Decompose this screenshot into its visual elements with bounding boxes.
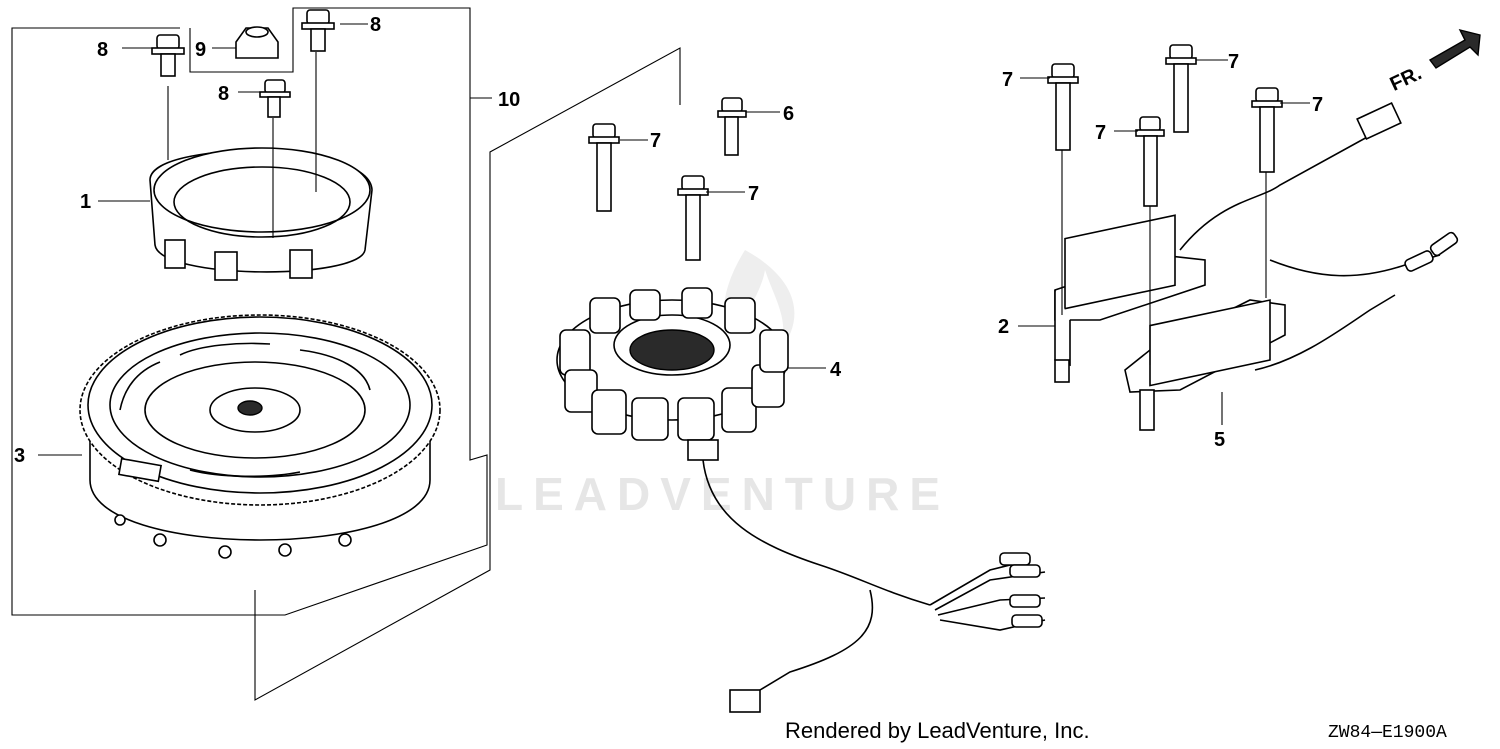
leader-lines [38,23,1310,456]
front-direction-label: FR. [1387,62,1425,96]
stator-wiring-harness [702,459,1046,713]
flywheel [79,314,441,559]
stator-coils [559,287,789,441]
render-credit: Rendered by LeadVenture, Inc. [785,718,1090,743]
bolt-7-coil-a [1047,63,1079,151]
callout-8-middle: 8 [218,83,229,105]
bolt-7-coil-d [1251,87,1283,173]
bolt-8-left [151,34,185,77]
bolt-7-coil-b [1135,116,1165,207]
callout-8-right: 8 [370,14,381,36]
callout-9: 9 [195,39,206,61]
ignition-coil-5 [1124,110,1459,431]
nut-9 [235,26,279,59]
bolt-7-stator-right [677,175,709,261]
callout-10: 10 [498,89,520,111]
callout-3: 3 [14,445,25,467]
bolt-6 [717,97,747,156]
callout-1: 1 [80,191,91,213]
callout-4: 4 [830,359,842,381]
callout-6: 6 [783,103,794,125]
callout-7-stator-right: 7 [748,183,759,205]
ignition-coil-2 [1054,101,1402,383]
front-direction-indicator: FR. [1387,28,1481,96]
watermark-text: LEADVENTURE [495,468,950,520]
assembly-bracket-stator [254,47,681,701]
bolt-8-right [301,9,335,52]
pulser-rotor-ring [149,52,373,281]
callout-7-coil-d: 7 [1312,94,1323,116]
diagram-code: ZW84—E1900A [1328,723,1447,743]
stator [556,287,789,461]
bolt-7-stator-left [588,123,620,212]
assembly-bracket-10 [11,7,492,616]
callout-7-stator-left: 7 [650,130,661,152]
callout-7-coil-c: 7 [1228,51,1239,73]
callout-5: 5 [1214,429,1225,451]
callout-7-coil-a: 7 [1002,69,1013,91]
bolt-8-middle [259,79,291,118]
bolt-7-coil-c [1165,44,1197,133]
callout-7-coil-b: 7 [1095,122,1106,144]
flywheel-screws [114,514,352,559]
callout-8-left: 8 [97,39,108,61]
callout-2: 2 [998,316,1009,338]
